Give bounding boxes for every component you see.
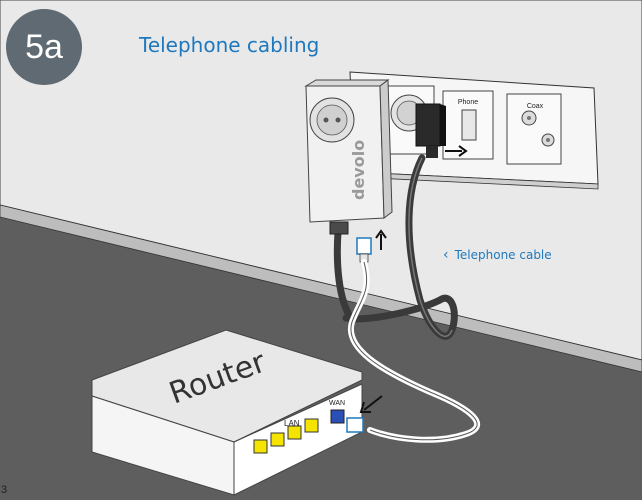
router: [91, 329, 363, 496]
telephone-cable-callout: ‹ Telephone cable: [443, 247, 552, 263]
adapter-brand: devolo: [349, 140, 368, 200]
wan-label: WAN: [329, 400, 345, 407]
coax-socket-label: Coax: [527, 103, 544, 110]
plug-up-arrow-icon: [375, 229, 387, 250]
wan-arrow-icon: [359, 395, 383, 413]
phone-socket-label: Phone: [458, 99, 478, 106]
phone-splitter: [415, 103, 446, 158]
step-badge: 5a: [6, 9, 82, 85]
adapter-power-cable: [333, 228, 356, 324]
ethernet-plug-router: [346, 417, 364, 433]
step-number: 5a: [25, 27, 63, 66]
lan-label: LAN: [284, 419, 300, 428]
page-title: Telephone cabling: [139, 33, 320, 57]
ethernet-plug-adapter: [356, 237, 372, 263]
chevron-left-icon: ‹: [443, 247, 449, 263]
devolo-adapter: [304, 79, 393, 235]
page-number: 3: [1, 484, 8, 496]
lan-ports: [253, 418, 319, 454]
telephone-cable-label: Telephone cable: [454, 248, 552, 262]
plug-arrow-icon: [445, 145, 468, 157]
wan-port: [330, 409, 345, 424]
